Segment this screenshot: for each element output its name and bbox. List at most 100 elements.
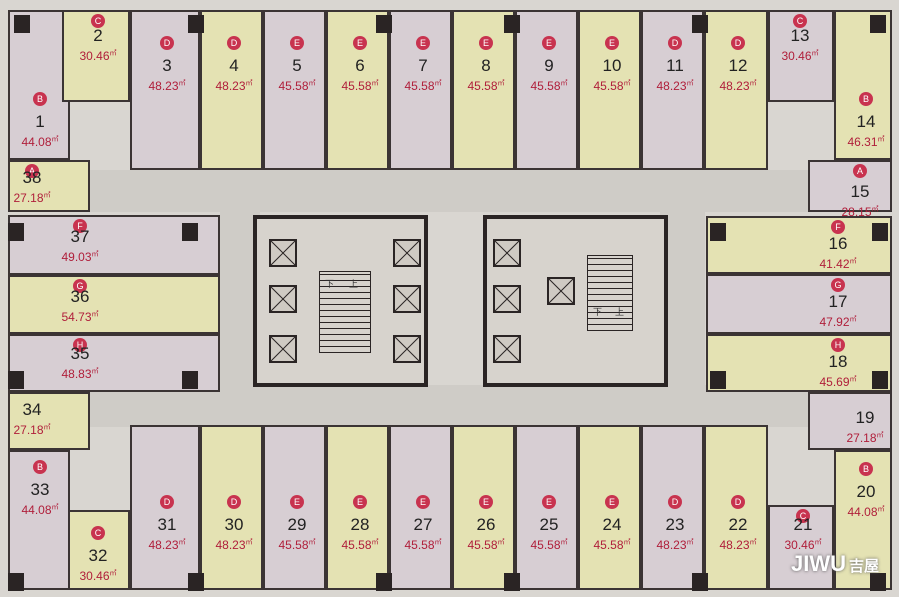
unit-area: 28.15㎡ [841,205,879,219]
stair [587,255,633,331]
unit-type-badge: C [91,526,105,540]
unit-number: 20 [856,482,876,501]
structural-column [504,573,520,591]
unit-number: 34 [22,400,42,419]
unit-area: 46.31㎡ [847,135,885,149]
unit-type-badge: E [479,36,493,50]
unit-type-badge: B [33,460,47,474]
structural-column [870,15,886,33]
unit-number: 27 [413,515,433,534]
unit-area: 49.03㎡ [61,250,99,264]
elevator [269,285,297,313]
unit-area: 44.08㎡ [21,503,59,517]
unit-15: A 15 28.15㎡ [808,160,892,219]
unit-area: 41.42㎡ [819,257,857,271]
down-label: 下 [325,279,335,289]
unit-type-badge: A [853,164,867,178]
unit-area: 48.23㎡ [215,538,253,552]
unit-type-badge: D [668,495,682,509]
unit-23: D 23 48.23㎡ [641,425,704,590]
up-label: 上 [349,279,359,289]
unit-number: 17 [828,292,848,311]
unit-type-badge: C [793,14,807,28]
structural-column [14,15,30,33]
unit-area: 48.23㎡ [719,538,757,552]
elevator [393,335,421,363]
unit-number: 6 [355,56,365,75]
unit-number: 8 [481,56,491,75]
unit-area: 45.58㎡ [593,538,631,552]
unit-type-badge: D [668,36,682,50]
unit-type-badge: D [731,36,745,50]
structural-column [872,371,888,389]
unit-number: 1 [35,112,45,131]
unit-type-badge: D [160,36,174,50]
unit-number: 14 [856,112,876,131]
unit-number: 21 [793,515,813,534]
unit-number: 25 [539,515,559,534]
structural-column [182,371,198,389]
unit-area: 30.46㎡ [79,569,117,583]
structural-column [376,15,392,33]
unit-number: 3 [162,56,172,75]
unit-area: 45.69㎡ [819,375,857,389]
unit-area: 45.58㎡ [593,79,631,93]
elevator [393,239,421,267]
unit-area: 48.23㎡ [656,538,694,552]
elevator [547,277,575,305]
unit-area: 48.83㎡ [61,367,99,381]
unit-area: 27.18㎡ [846,431,884,445]
unit-type-badge: E [290,495,304,509]
unit-24: E 24 45.58㎡ [578,425,641,590]
unit-type-badge: E [605,495,619,509]
core-left: 下 上 [253,215,428,387]
unit-number: 29 [287,515,307,534]
unit-number: 37 [70,227,90,246]
unit-area: 30.46㎡ [79,49,117,63]
unit-number: 32 [88,546,108,565]
unit-number: 24 [602,515,622,534]
elevator [493,335,521,363]
unit-type-badge: D [160,495,174,509]
unit-area: 30.46㎡ [781,49,819,63]
unit-number: 23 [665,515,685,534]
unit-type-badge: A [25,164,39,178]
unit-number: 11 [666,56,684,75]
structural-column [8,371,24,389]
unit-area: 45.58㎡ [341,538,379,552]
unit-type-badge: D [731,495,745,509]
unit-area: 45.58㎡ [530,79,568,93]
unit-type-badge: F [73,219,87,233]
unit-number: 15 [850,182,870,201]
unit-area: 48.23㎡ [215,79,253,93]
elevator [493,285,521,313]
elevator [493,239,521,267]
unit-number: 7 [418,56,428,75]
unit-type-badge: H [831,338,845,352]
unit-32: C 32 30.46㎡ [62,510,130,590]
unit-area: 48.23㎡ [148,79,186,93]
structural-column [504,15,520,33]
unit-type-badge: C [796,509,810,523]
unit-area: 48.23㎡ [719,79,757,93]
unit-type-badge: H [73,338,87,352]
unit-area: 54.73㎡ [61,310,99,324]
structural-column [182,223,198,241]
structural-column [188,15,204,33]
unit-type-badge: E [290,36,304,50]
